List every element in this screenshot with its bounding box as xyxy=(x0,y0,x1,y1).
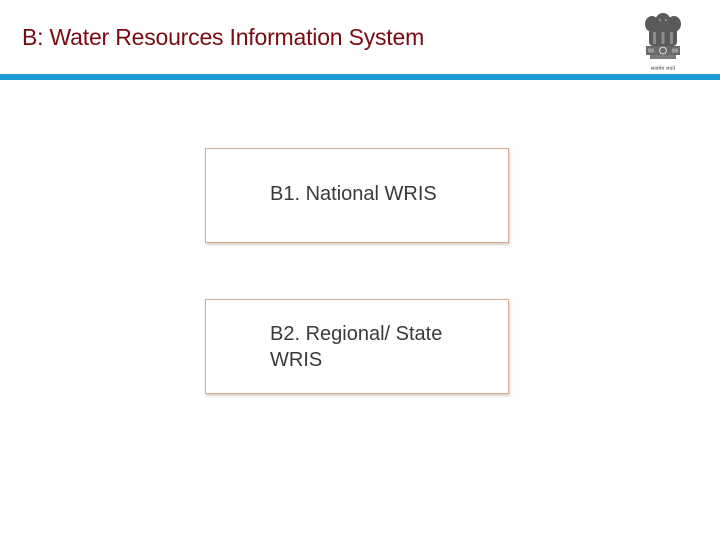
slide-title: B: Water Resources Information System xyxy=(22,24,425,50)
state-emblem-icon: सत्यमेव जयते xyxy=(645,13,681,72)
box-regional-state-wris-label: B2. Regional/ State WRIS xyxy=(270,323,443,371)
box-national-wris[interactable]: B1. National WRIS xyxy=(205,148,509,243)
header-rule xyxy=(0,74,720,80)
box-national-wris-label: B1. National WRIS xyxy=(270,183,437,205)
emblem-caption: सत्यमेव जयते xyxy=(651,65,676,72)
box-regional-state-wris[interactable]: B2. Regional/ State WRIS xyxy=(205,299,509,394)
